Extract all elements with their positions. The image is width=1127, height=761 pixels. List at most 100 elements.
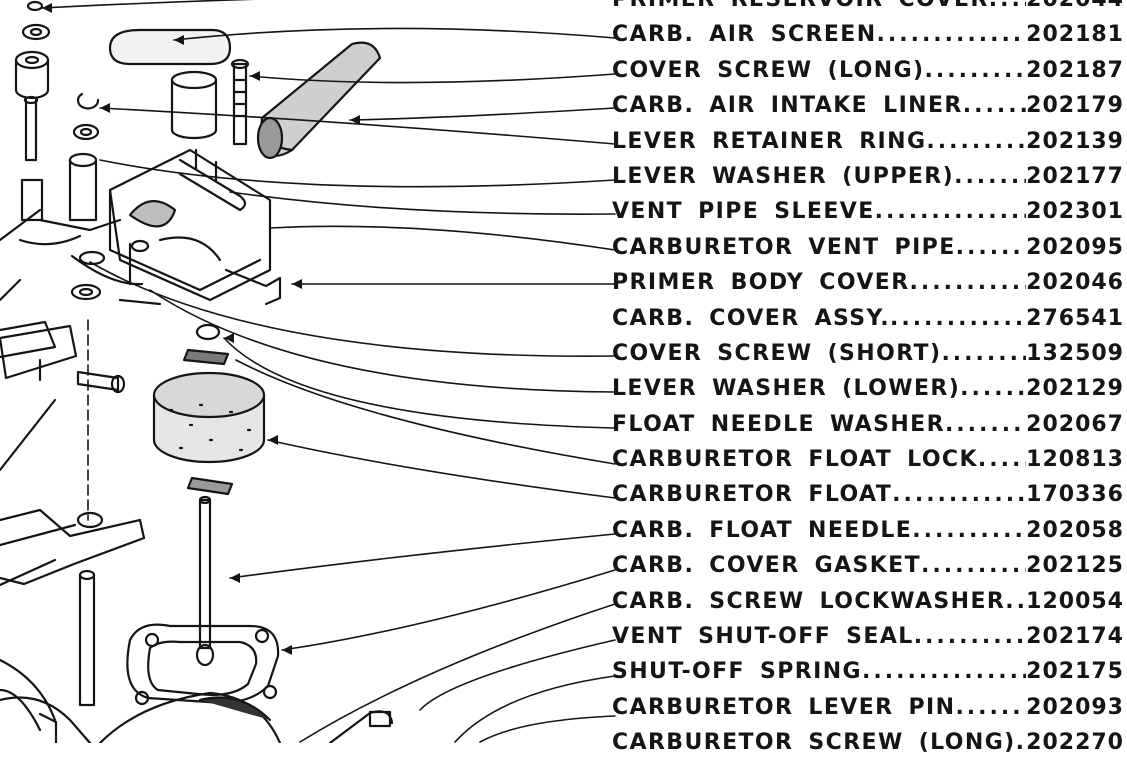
part-name: COVER SCREW (LONG) (612, 57, 925, 83)
carburetor-body-part (0, 691, 394, 743)
part-number: 202129 (1026, 376, 1124, 402)
carb-cover-assembly-part (18, 148, 282, 306)
parts-list-item: PRIMER BODY COVER 202046 (612, 265, 1124, 300)
part-name: COVER SCREW (SHORT) (612, 340, 942, 366)
float-needle-part (195, 495, 215, 667)
lever-part (0, 324, 146, 707)
float-needle-washer-part (182, 323, 230, 366)
parts-list-item: CARB. COVER ASSY. 276541 (612, 301, 1124, 336)
part-number: 132509 (1026, 340, 1124, 366)
parts-list-item: CARBURETOR LEVER PIN 202093 (612, 690, 1124, 725)
dot-leader (892, 477, 1026, 512)
dot-leader (1005, 584, 1026, 619)
part-number: 202125 (1026, 553, 1124, 579)
dot-leader (941, 336, 1026, 371)
dot-leader (890, 301, 1026, 336)
dot-leader (877, 17, 1027, 52)
part-number: 202044 (1026, 0, 1124, 17)
cover-gasket-part (126, 623, 280, 706)
parts-list-item: CARB. SCREW LOCKWASHER 120054 (612, 584, 1124, 619)
part-number: 170336 (1026, 482, 1124, 508)
part-name: CARBURETOR VENT PIPE (612, 234, 956, 260)
parts-list-item: FLOAT NEEDLE WASHER 202067 (612, 407, 1124, 442)
dot-leader (945, 407, 1026, 442)
part-name: CARBURETOR FLOAT LOCK (612, 447, 978, 473)
part-number: 202093 (1026, 694, 1124, 720)
part-name: LEVER WASHER (UPPER) (612, 163, 955, 189)
parts-list-item: LEVER WASHER (LOWER) 202129 (612, 371, 1124, 406)
part-name: PRIMER RESERVOIR COVER (612, 0, 989, 17)
part-number: 202058 (1026, 517, 1124, 543)
part-name: CARB. COVER GASKET (612, 553, 922, 579)
dot-leader (955, 690, 1026, 725)
parts-list-item: CARBURETOR FLOAT170336 (612, 477, 1124, 512)
dot-leader (862, 654, 1026, 689)
parts-list-item: VENT PIPE SLEEVE 202301 (612, 194, 1124, 229)
parts-list-item: CARBURETOR VENT PIPE 202095 (612, 230, 1124, 265)
part-name: CARB. AIR SCREEN (612, 22, 877, 48)
dot-leader (960, 371, 1026, 406)
part-number: 202095 (1026, 234, 1124, 260)
part-name: PRIMER BODY COVER (612, 270, 910, 296)
leader-arrowheads (42, 3, 360, 655)
part-number: 202179 (1026, 93, 1124, 119)
lever-retainer-ring-part (72, 92, 100, 141)
parts-list-item: SHUT-OFF SPRING 202175 (612, 654, 1124, 689)
dot-leader (978, 442, 1026, 477)
exploded-view-drawing (0, 0, 616, 743)
part-name: LEVER WASHER (LOWER) (612, 376, 961, 402)
part-number: 202181 (1026, 22, 1124, 48)
part-number: 202175 (1026, 659, 1124, 685)
carb-air-screen-part (108, 28, 232, 140)
float-lock-part (186, 476, 234, 496)
dot-leader (921, 548, 1026, 583)
dot-leader (926, 124, 1026, 159)
dot-leader (925, 53, 1027, 88)
part-name: CARBURETOR LEVER PIN (612, 694, 956, 720)
dot-leader (875, 194, 1027, 229)
part-number: 202177 (1026, 163, 1124, 189)
part-name: VENT SHUT-OFF SEAL (612, 624, 914, 650)
part-number: 120813 (1026, 447, 1124, 473)
cover-screw-long-part (230, 58, 250, 146)
parts-list-item: PRIMER RESERVOIR COVER 202044 (612, 0, 1124, 17)
part-name: CARB. SCREW LOCKWASHER (612, 588, 1006, 614)
dot-leader (910, 265, 1027, 300)
part-number: 276541 (1026, 305, 1124, 331)
parts-list-item: COVER SCREW (SHORT) 132509 (612, 336, 1124, 371)
part-name: CARB. AIR INTAKE LINER (612, 93, 963, 119)
parts-list: PRIMER RESERVOIR COVER202044CARB. AIR SC… (612, 0, 1124, 761)
part-name: VENT PIPE SLEEVE (612, 199, 875, 225)
parts-list-item: COVER SCREW (LONG)202187 (612, 53, 1124, 88)
parts-list-item: LEVER RETAINER RING 202139 (612, 124, 1124, 159)
left-edge-parts (0, 0, 77, 732)
parts-list-item: CARB. COVER GASKET 202125 (612, 548, 1124, 583)
dot-leader (912, 513, 1026, 548)
part-name: CARB. COVER ASSY. (612, 305, 890, 331)
part-name: SHUT-OFF SPRING (612, 659, 863, 685)
part-number: 202046 (1026, 270, 1124, 296)
part-number: 202174 (1026, 624, 1124, 650)
part-name: FLOAT NEEDLE WASHER (612, 411, 945, 437)
dot-leader (963, 88, 1026, 123)
parts-diagram: PRIMER RESERVOIR COVER202044CARB. AIR SC… (0, 0, 1127, 743)
parts-list-item: CARBURETOR FLOAT LOCK 120813 (612, 442, 1124, 477)
air-intake-liner-part (256, 41, 382, 160)
parts-list-item: CARB. AIR SCREEN 202181 (612, 17, 1124, 52)
part-name: LEVER RETAINER RING (612, 128, 927, 154)
parts-list-item: CARB. FLOAT NEEDLE 202058 (612, 513, 1124, 548)
part-number: 202067 (1026, 411, 1124, 437)
parts-list-item: VENT SHUT-OFF SEAL 202174 (612, 619, 1124, 654)
parts-list-item: CARB. AIR INTAKE LINER 202179 (612, 88, 1124, 123)
dot-leader (956, 230, 1027, 265)
dot-leader (914, 619, 1026, 654)
part-name: CARB. FLOAT NEEDLE (612, 517, 913, 543)
part-number: 120054 (1026, 588, 1124, 614)
leader-lines (41, 0, 616, 743)
carburetor-float-part (152, 371, 266, 464)
part-number: 202139 (1026, 128, 1124, 154)
parts-list-item: LEVER WASHER (UPPER) 202177 (612, 159, 1124, 194)
part-number: 202301 (1026, 199, 1124, 225)
dot-leader (989, 0, 1026, 17)
dot-leader (954, 159, 1026, 194)
